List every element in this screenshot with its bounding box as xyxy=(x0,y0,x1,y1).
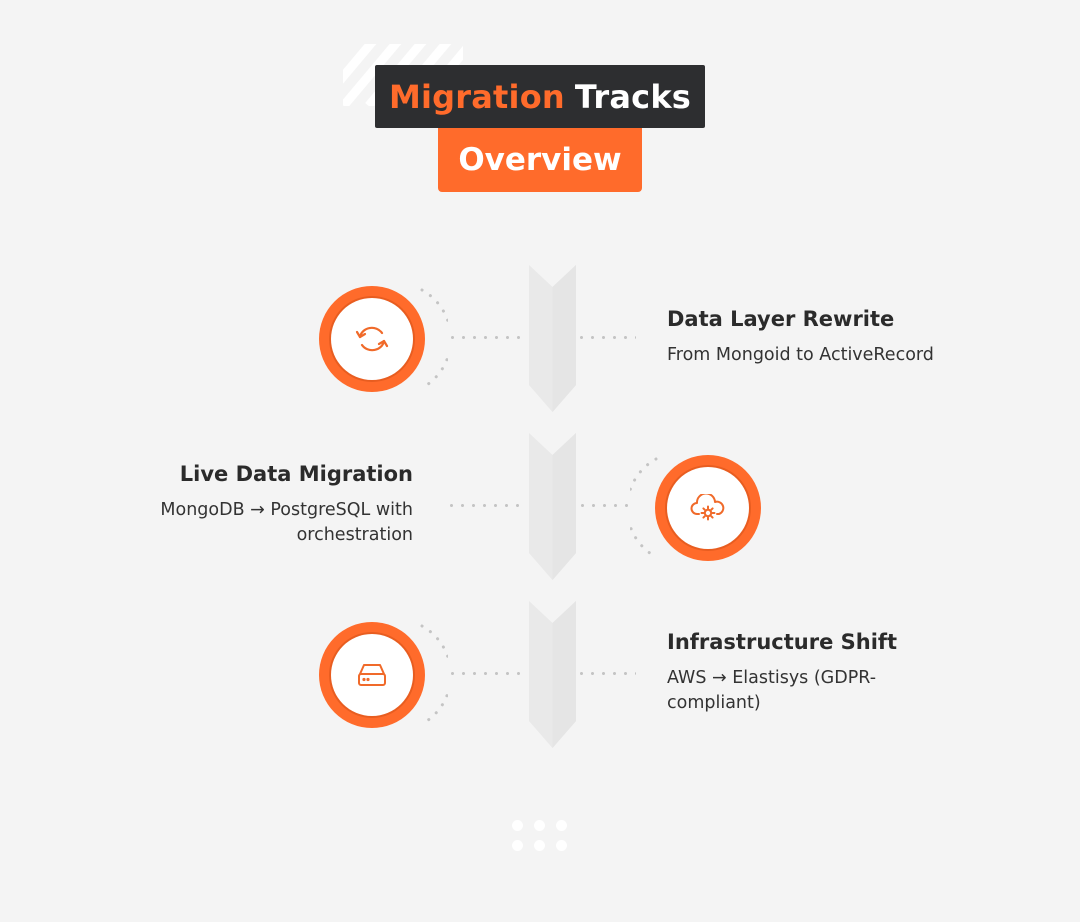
step-3-description: AWS → Elastisys (GDPR- compliant) xyxy=(667,666,876,716)
step-1-icon-circle xyxy=(319,286,425,392)
connector-2-right xyxy=(577,504,635,507)
step-3-title: Infrastructure Shift xyxy=(667,630,898,654)
cloud-gear-icon xyxy=(690,494,725,521)
step-3-description-line-2: compliant) xyxy=(667,693,761,713)
step-3-icon-circle xyxy=(319,622,425,728)
connector-2-left xyxy=(446,504,526,507)
dotted-arc-1 xyxy=(420,288,448,390)
dotted-arc-3 xyxy=(420,624,448,726)
title-accent-text: Migration xyxy=(388,77,565,116)
refresh-icon xyxy=(355,326,389,352)
step-2-icon-circle xyxy=(655,455,761,561)
subtitle-text: Overview xyxy=(458,142,622,178)
step-3-description-line-1: AWS → Elastisys (GDPR- xyxy=(667,668,877,688)
step-2-description-line-2: orchestration xyxy=(296,525,413,545)
connector-3-right xyxy=(576,672,636,675)
connector-3-left xyxy=(447,672,525,675)
chevron-step-1 xyxy=(529,265,576,412)
subtitle-badge: Overview xyxy=(438,128,642,192)
step-2-description-line-1: MongoDB → PostgreSQL with xyxy=(160,500,413,520)
chevron-step-2 xyxy=(529,433,576,580)
title-rest-text: Tracks xyxy=(574,77,692,116)
step-1-description: From Mongoid to ActiveRecord xyxy=(667,345,934,365)
step-1-title: Data Layer Rewrite xyxy=(667,307,895,331)
decorative-dot-grid xyxy=(512,820,572,852)
chevron-step-3 xyxy=(529,601,576,748)
step-2-title: Live Data Migration xyxy=(179,462,413,486)
server-drive-icon xyxy=(358,664,386,686)
step-2-description: MongoDB → PostgreSQL with orchestration xyxy=(120,498,413,548)
page-title: Migration Tracks xyxy=(375,65,705,128)
connector-1-right xyxy=(576,336,636,339)
connector-1-left xyxy=(447,336,525,339)
